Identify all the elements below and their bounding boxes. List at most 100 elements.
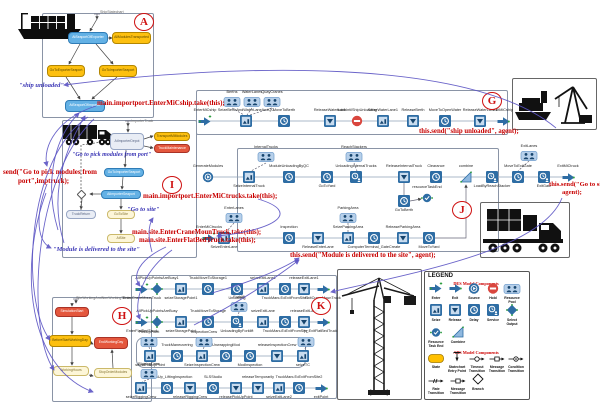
flow-releaseExitLane[interactable] [298, 316, 310, 328]
flow-ReleaseInternalTruck[interactable] [398, 171, 410, 183]
state-GoToExporterSeaport[interactable]: GoToExporterSeaport [47, 65, 85, 77]
flow-releasePickUpPoint[interactable] [230, 382, 242, 394]
flow-ReleaseParkingArea[interactable] [397, 232, 409, 244]
flow-ExitGate[interactable] [538, 171, 550, 183]
flow-UnloadingByForklift[interactable] [231, 316, 243, 328]
flow-ReleaseBerth[interactable] [407, 115, 419, 127]
flow-EnterMiCship[interactable] [198, 115, 212, 127]
resource-pool-InspectionCrew[interactable] [195, 337, 213, 347]
state-GoToImporterSeaport[interactable]: GoToImporterSeaport [104, 168, 144, 177]
flow-TruckManuToExitFromSite2[interactable] [293, 382, 305, 394]
state-AllModulesTransported[interactable]: AllModulesTransported [112, 32, 151, 44]
flow-ExitCraneMounTruck[interactable] [316, 283, 330, 295]
flow-seizeTC[interactable] [297, 350, 309, 362]
flow-exitPoint[interactable] [314, 382, 328, 394]
resource-pool-QuayCranes[interactable] [263, 97, 281, 107]
flow-combine[interactable] [460, 171, 472, 183]
resource-pool-RiggingCrew[interactable] [140, 369, 158, 379]
flow-SeizeWaterLane1[interactable] [377, 115, 389, 127]
flow-TruckManuToExitFromSite[interactable] [279, 316, 291, 328]
flow-MoveToExitGate[interactable] [512, 171, 524, 183]
flow-seizeExitLane1[interactable] [257, 283, 269, 295]
resource-pool-PickUpPoint[interactable] [140, 337, 158, 347]
legend-abs-heading: ABS Model Components [453, 350, 499, 355]
flow-ExitMiCship[interactable] [496, 115, 510, 127]
panel-letter-H: H [112, 307, 132, 325]
flow-GoToBerth[interactable] [398, 195, 410, 207]
flow-UnwrappingMod[interactable] [220, 350, 232, 362]
legend-icon-entry [451, 350, 463, 368]
flow-AllPickUpPointsAreBusy1[interactable] [151, 283, 163, 295]
resource-pool-ReachStackers[interactable] [345, 152, 363, 162]
state-AtImporterSeaport[interactable]: AtImporterSeaport [101, 190, 141, 199]
flow-SeizeInspectionCrew[interactable] [196, 350, 208, 362]
state-EndWorkingDay[interactable]: EndWorkingDay [94, 337, 128, 349]
state-SimulationStart[interactable]: SimulationStart [55, 307, 89, 317]
state-TruckReturn[interactable]: TruckReturn [66, 210, 96, 219]
flow-GoToYard[interactable] [321, 171, 333, 183]
flow-MoveToOpenWater[interactable] [439, 115, 451, 127]
state-StopOrderModules[interactable]: StopOrderModules [94, 368, 132, 378]
flow-Clearance[interactable] [430, 171, 442, 183]
flow-releaseInspectionCrew[interactable] [271, 350, 283, 362]
flow-seizeStoragePoint[interactable] [175, 316, 187, 328]
flow-SeizeInternalTruck[interactable] [243, 171, 255, 183]
state-GoToSite[interactable]: GoToSite [107, 210, 135, 219]
flow-EnterFlatBedTruck[interactable] [135, 316, 149, 328]
flow-EnterMiCtrucks[interactable] [202, 232, 216, 244]
flow-MoveToBerth[interactable] [278, 115, 290, 127]
state-TruckMaintenance[interactable]: TruckMaintenance [154, 144, 190, 153]
flow-label-LoadByReachStacker: LoadByReachStacker [473, 184, 511, 188]
flow-ModHookUp_LiftingInspection[interactable] [161, 382, 173, 394]
flow-ModuleUnloadingByQC[interactable] [283, 171, 295, 183]
state-AtSite[interactable]: AtSite [107, 234, 135, 243]
flow-seizeExitLane2[interactable] [273, 382, 285, 394]
resource-pool-EnterLanes[interactable] [225, 213, 243, 223]
state-AtSeaportOfImporter[interactable]: AtSeaportOfImporter [65, 100, 105, 112]
resource-pool-WaterLanes[interactable] [243, 97, 261, 107]
flow-SLSStudio[interactable] [207, 382, 219, 394]
resource-pool-TC[interactable] [297, 337, 315, 347]
flow-ComputerTerminal_GateCreate[interactable] [368, 232, 380, 244]
legend-label-State: State [431, 365, 441, 369]
resource-pool-ExitLanes[interactable] [520, 151, 538, 161]
state-TransportMiModules[interactable]: TransportMiModules [154, 132, 190, 141]
flow-ExitFlatBedTruck[interactable] [316, 316, 330, 328]
flow-releaseTemporarily[interactable] [252, 382, 264, 394]
flow-SeizeParkingArea[interactable] [342, 232, 354, 244]
flow-seizePickUpPoint[interactable] [144, 350, 156, 362]
flow-label-releaseExitLane: releaseExitLane [290, 309, 318, 313]
legend-label-Branch: Branch [472, 387, 484, 391]
flow-Inspection[interactable] [283, 232, 295, 244]
flow-ModInspection[interactable] [244, 350, 256, 362]
flow-ExitMiCtruck[interactable] [561, 171, 575, 183]
flow-releaseExitLane1[interactable] [298, 283, 310, 295]
flow-SeizeBerthAndWaterLaneAndQC[interactable] [240, 115, 252, 127]
state-GoToImporterSeaport[interactable]: GoToImporterSeaport [99, 65, 137, 77]
state-AtImporterDepot[interactable]: AtImporterDepot [110, 133, 144, 150]
flow-resourceTaskEnd[interactable] [421, 193, 433, 204]
flow-TruckMoveToStorage1[interactable] [202, 283, 214, 295]
flow-holdUntilShipUnloading[interactable] [351, 115, 363, 127]
resource-pool-InternalTrucks[interactable] [257, 152, 275, 162]
flow-ReleaseEnterLane[interactable] [312, 232, 324, 244]
flow-ReleaseWaterLane1[interactable] [474, 115, 486, 127]
flow-releaseRiggingCrew[interactable] [184, 382, 196, 394]
resource-pool-Berths[interactable] [223, 97, 241, 107]
state-AtSeaportOfExporter[interactable]: AtSeaportOfExporter [68, 32, 108, 44]
flow-seizeRiggingCrew[interactable] [135, 382, 147, 394]
flow-seizeStoragePoint1[interactable] [175, 283, 187, 295]
state-WorkingHours[interactable]: WorkingHours [53, 366, 89, 376]
flow-seizeExitLane[interactable] [257, 316, 269, 328]
flow-UnloadingInternalTrucks[interactable] [350, 171, 362, 183]
resource-pool-ParkingArea[interactable] [339, 213, 357, 223]
flow-TruckManuToExitFromSite1[interactable] [279, 283, 291, 295]
state-BeforeStartWorkingDay[interactable]: BeforeStartWorkingDay [49, 335, 91, 347]
flow-GenerateModules[interactable] [202, 171, 214, 183]
flow-LoadByReachStacker[interactable] [486, 171, 498, 183]
flow-ReleaseWaterLane[interactable] [324, 115, 336, 127]
flow-MoveToYard[interactable] [423, 232, 435, 244]
flow-AllPickUpPointsAreBusy[interactable] [151, 316, 163, 328]
resource-pool-Forklift[interactable] [230, 302, 248, 312]
flow-TruckManeuvering[interactable] [171, 350, 183, 362]
